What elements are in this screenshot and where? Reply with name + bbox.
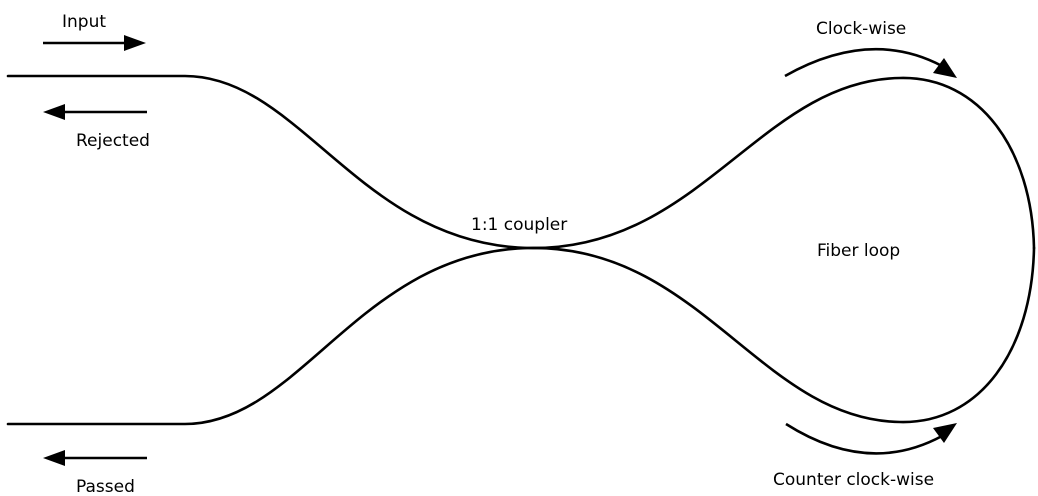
counter-clockwise-arrow-icon — [785, 422, 957, 455]
fiber-loop-label: Fiber loop — [817, 241, 900, 261]
lower-fiber — [6, 246, 1036, 426]
passed-arrow-icon — [43, 450, 147, 466]
passed-label: Passed — [76, 477, 135, 496]
clockwise-label: Clock-wise — [816, 19, 906, 39]
input-label: Input — [62, 12, 106, 32]
counter-clockwise-label: Counter clock-wise — [773, 470, 934, 490]
rejected-arrow-icon — [43, 104, 147, 120]
rejected-label: Rejected — [76, 131, 150, 151]
input-arrow-icon — [43, 35, 146, 51]
upper-fiber — [6, 74, 1036, 250]
coupler-label: 1:1 coupler — [471, 215, 567, 235]
clockwise-arrow-icon — [784, 47, 957, 78]
